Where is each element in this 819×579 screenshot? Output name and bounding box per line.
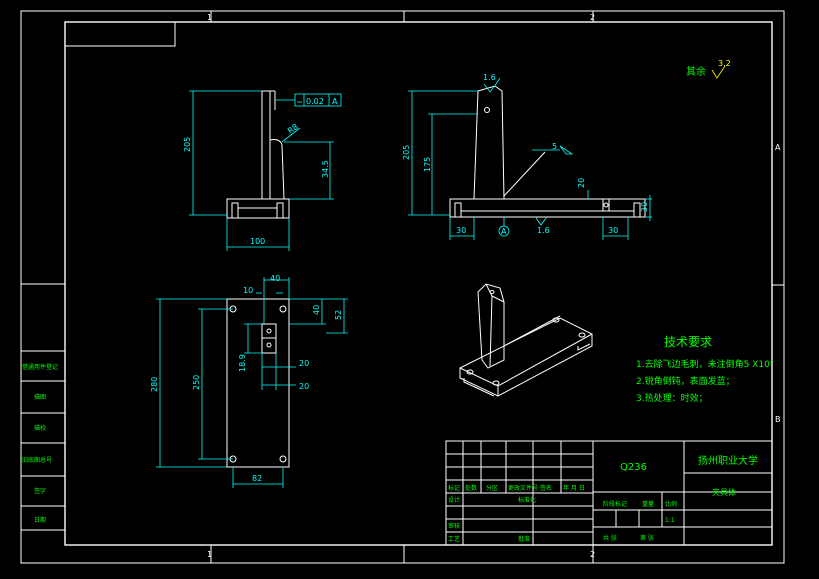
dim-top-20b: 20 <box>299 382 309 391</box>
dim-top-height: 280 <box>150 377 159 392</box>
title-std: 标准化 <box>518 496 536 504</box>
datum-a: A <box>501 227 507 236</box>
dim-front-height: 205 <box>183 137 192 152</box>
side-table-cell: 日期 <box>34 516 46 524</box>
zone-label-bottom-1: 1 <box>207 550 212 559</box>
dim-top-20a: 20 <box>299 359 309 368</box>
dim-front-r: R8 <box>286 122 300 135</box>
title-check: 审核 <box>448 522 460 530</box>
tech-requirement-1: 1.去除飞边毛刺，未注倒角5 X10° <box>636 358 774 370</box>
title-school: 扬州职业大学 <box>698 454 758 467</box>
title-part-name: 夹具体 <box>712 487 736 497</box>
dim-front-h2: 34.5 <box>321 160 330 178</box>
side-table-cell: 描校 <box>34 424 46 432</box>
inner-frame <box>64 21 773 546</box>
dim-side-h2: 175 <box>423 157 432 172</box>
side-table-cell: 描图 <box>34 393 46 401</box>
dim-side-base-h: 30 <box>640 202 649 212</box>
dim-top-w: 82 <box>252 474 262 483</box>
tech-requirement-2: 2.锐角倒钝，表面发蓝； <box>636 375 735 387</box>
tech-requirements: 技术要求 1.去除飞边毛刺，未注倒角5 X10° 2.锐角倒钝，表面发蓝； 3.… <box>636 335 774 404</box>
side-view <box>449 85 646 218</box>
dim-side-step: 20 <box>577 178 586 188</box>
side-view-dims: 205 175 30 20 30 30 1.6 1.6 A 5 <box>402 73 652 240</box>
title-sheets: 共 张 <box>603 534 617 542</box>
flatness-datum: A <box>332 97 338 106</box>
corner-box <box>64 21 176 47</box>
dim-side-height: 205 <box>402 145 411 160</box>
dim-top-h2: 250 <box>192 375 201 390</box>
roughness-rest-value: 3.2 <box>718 59 731 68</box>
isometric-view <box>459 283 593 397</box>
title-weight: 重量 <box>642 500 654 508</box>
dim-top-189: 18.9 <box>238 354 247 372</box>
zone-label-top-1: 1 <box>207 13 212 22</box>
title-sheet: 第 张 <box>640 534 654 542</box>
dim-top-40: 40 <box>270 274 280 283</box>
tech-requirement-3: 3.热处理：时效； <box>636 392 708 404</box>
roughness-rest: 其余 3.2 <box>686 59 731 79</box>
zone-label-right-b: B <box>775 415 781 424</box>
dim-top-40b: 40 <box>312 305 321 315</box>
dim-front-width: 100 <box>250 237 265 246</box>
title-ratio: 比例 <box>665 500 677 508</box>
title-block: Q236 扬州职业大学 夹具体 1:1 标记 处数 分区 更改文件号 签名 年 … <box>445 440 773 546</box>
roughness-top: 1.6 <box>483 73 496 82</box>
side-table: 借通用件登记 描图 描校 旧底图总号 签字 日期 <box>20 283 66 531</box>
side-table-cell: 旧底图总号 <box>22 456 52 464</box>
title-docno: 更改文件号 <box>508 484 538 492</box>
side-table-cell: 借通用件登记 <box>22 363 58 371</box>
dim-side-right: 30 <box>608 226 618 235</box>
title-date: 年 月 日 <box>563 484 585 492</box>
title-process: 工艺 <box>448 535 460 543</box>
side-table-cell: 签字 <box>34 487 46 495</box>
zone-label-top-2: 2 <box>590 13 595 22</box>
front-view-dims: 205 100 34.5 R8 0.02 A <box>183 90 342 251</box>
zone-label-right-a: A <box>775 143 781 152</box>
title-stage: 阶段标记 <box>603 500 627 508</box>
title-mark: 标记 <box>448 484 460 492</box>
title-approve: 批准 <box>518 535 530 543</box>
dim-top-10: 10 <box>243 286 253 295</box>
title-designer: 设计 <box>448 496 460 504</box>
zone-label-bottom-2: 2 <box>590 550 595 559</box>
outer-frame <box>20 10 785 564</box>
dim-top-52: 52 <box>334 310 343 320</box>
title-material: Q236 <box>620 462 647 473</box>
roughness-bottom: 1.6 <box>537 226 550 235</box>
flatness-tolerance: 0.02 <box>306 97 324 106</box>
tech-requirements-title: 技术要求 <box>664 335 712 349</box>
top-view-dims: 280 250 82 40 10 40 52 18.9 20 20 <box>150 274 348 488</box>
title-count: 处数 <box>465 484 477 492</box>
title-zone: 分区 <box>486 484 498 492</box>
title-scale: 1:1 <box>665 517 675 524</box>
front-view <box>226 90 290 219</box>
title-sign: 签名 <box>540 484 552 492</box>
roughness-rest-label: 其余 <box>686 65 706 78</box>
dim-side-left: 30 <box>456 226 466 235</box>
weld-size: 5 <box>552 142 557 151</box>
